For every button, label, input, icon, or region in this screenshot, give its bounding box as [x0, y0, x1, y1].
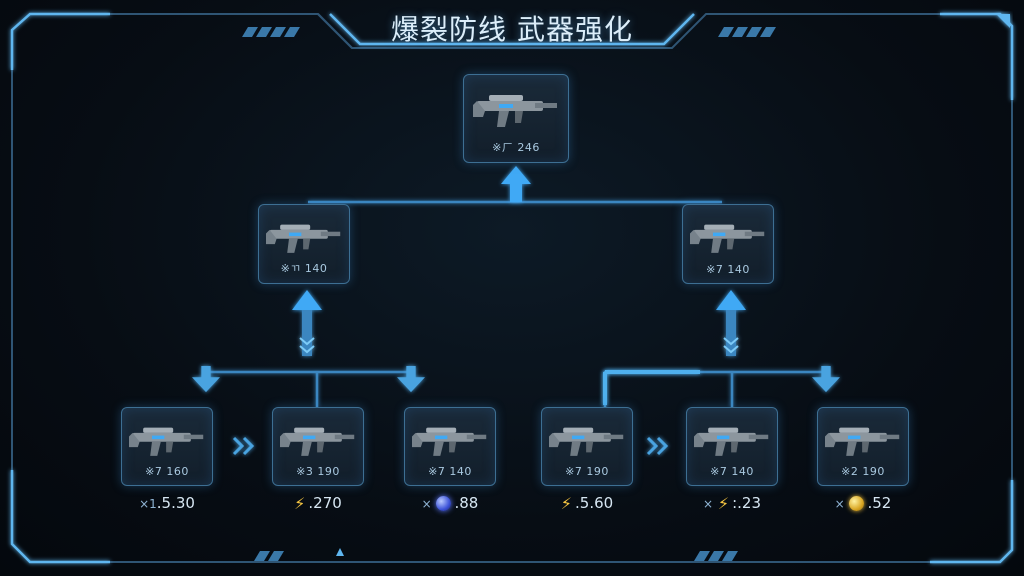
weapon-stat: ※7 140: [710, 465, 754, 478]
assault-rifle-icon: [549, 427, 624, 456]
lightning-icon: ⚡: [717, 494, 730, 513]
cost-label-2: ⚡.270: [294, 494, 342, 513]
weapon-stat: ※ㄏ 246: [492, 141, 540, 154]
lightning-icon: ⚡: [294, 494, 306, 513]
weapon-node-mid-right[interactable]: ※7 140: [682, 204, 774, 284]
cost-label-6: × .52: [834, 494, 892, 512]
weapon-node-5[interactable]: ※7 140: [686, 407, 778, 486]
lightning-icon: ⚡: [560, 494, 573, 513]
cost-label-4: ⚡.5.60: [560, 494, 614, 513]
assault-rifle-icon: [825, 427, 900, 456]
assault-rifle-icon: [694, 427, 769, 456]
assault-rifle-icon: [412, 427, 487, 456]
weapon-node-2[interactable]: ※3 190: [272, 407, 364, 486]
assault-rifle-icon: [280, 427, 355, 456]
weapon-node-3[interactable]: ※7 140: [404, 407, 496, 486]
weapon-node-top[interactable]: ※ㄏ 246: [463, 74, 569, 163]
weapon-stat: ※7 140: [428, 465, 472, 478]
weapon-stat: ※2 190: [841, 465, 885, 478]
coin-icon: [849, 496, 865, 511]
weapon-stat: ※3 190: [296, 465, 340, 478]
assault-rifle-icon: [266, 224, 341, 253]
cost-label-1: ×1.5.30: [139, 494, 195, 512]
weapon-node-mid-left[interactable]: ※ㄲ 140: [258, 204, 350, 284]
cost-label-5: × ⚡:.23: [703, 494, 761, 513]
weapon-stat: ※ㄲ 140: [280, 262, 328, 275]
weapon-node-1[interactable]: ※7 160: [121, 407, 213, 486]
upgrade-arrow-left: [292, 290, 322, 356]
assault-rifle-icon: [129, 427, 204, 456]
orb-icon: [436, 496, 452, 511]
page-title: 爆裂防线 武器强化: [391, 13, 633, 46]
cost-label-3: × .88: [421, 494, 479, 512]
weapon-stat: ※7 160: [145, 465, 189, 478]
assault-rifle-icon: [473, 95, 557, 127]
weapon-stat: ※7 190: [565, 465, 609, 478]
assault-rifle-icon: [690, 224, 765, 253]
weapon-node-4[interactable]: ※7 190: [541, 407, 633, 486]
weapon-node-6[interactable]: ※2 190: [817, 407, 909, 486]
weapon-stat: ※7 140: [706, 263, 750, 276]
